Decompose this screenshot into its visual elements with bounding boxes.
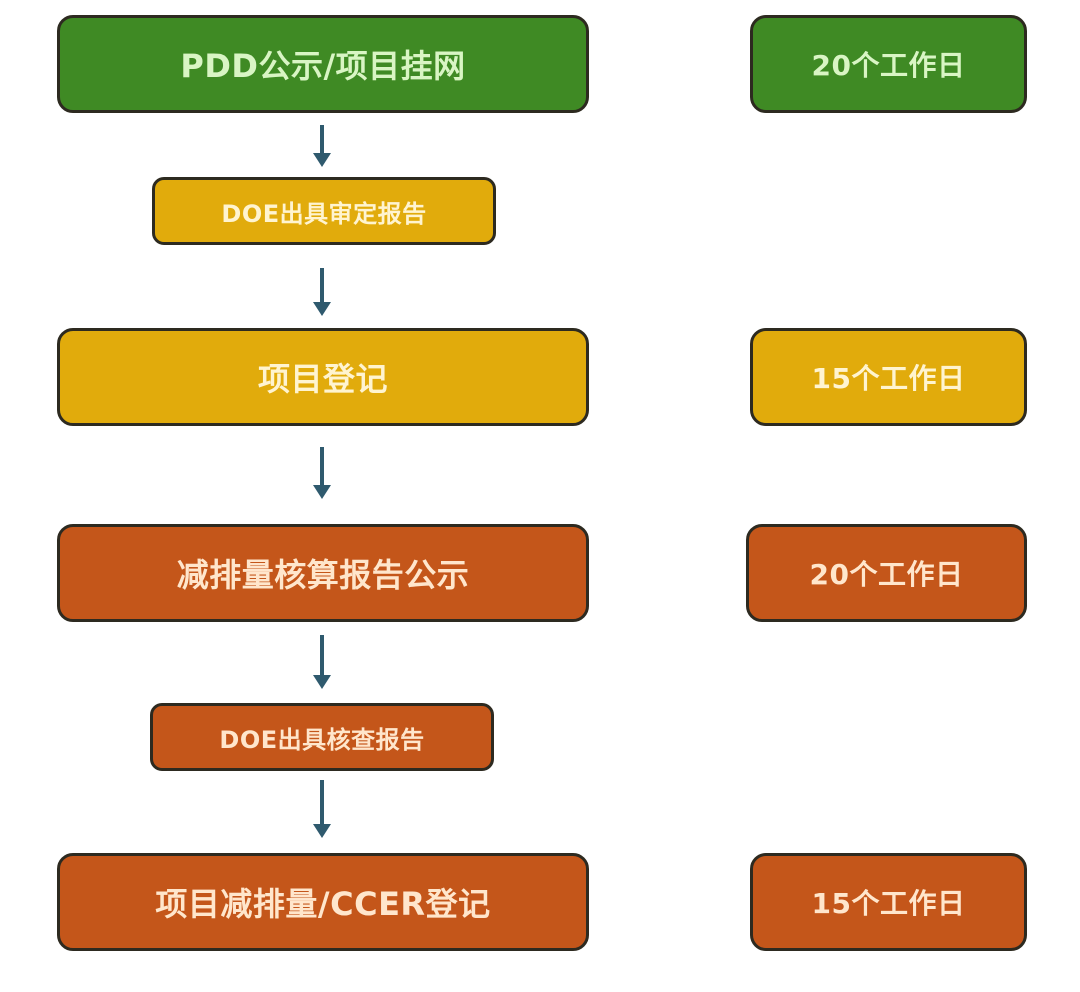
duration-label: 15个工作日: [811, 887, 966, 920]
duration-emission-reduction-report-publicity: 20个工作日: [746, 524, 1027, 622]
arrow-down-icon: [313, 635, 331, 689]
step-ccer-registration: 项目减排量/CCER登记: [57, 853, 589, 951]
arrow-down-icon: [313, 268, 331, 316]
step-label: 项目减排量/CCER登记: [155, 885, 491, 923]
step-doe-verification-report: DOE出具核查报告: [150, 703, 494, 771]
arrow-down-icon: [313, 447, 331, 499]
step-project-registration: 项目登记: [57, 328, 589, 426]
step-label: 项目登记: [257, 360, 388, 398]
duration-label: 20个工作日: [811, 49, 966, 82]
step-label: 减排量核算报告公示: [176, 556, 470, 594]
duration-pdd-publicity: 20个工作日: [750, 15, 1027, 113]
step-label: DOE出具核查报告: [219, 725, 425, 754]
step-emission-reduction-report-publicity: 减排量核算报告公示: [57, 524, 589, 622]
arrow-down-icon: [313, 125, 331, 167]
step-label: DOE出具审定报告: [221, 199, 427, 228]
step-pdd-publicity: PDD公示/项目挂网: [57, 15, 589, 113]
step-doe-validation-report: DOE出具审定报告: [152, 177, 496, 245]
duration-label: 15个工作日: [811, 362, 966, 395]
arrow-down-icon: [313, 780, 331, 838]
step-label: PDD公示/项目挂网: [180, 47, 466, 85]
duration-ccer-registration: 15个工作日: [750, 853, 1027, 951]
duration-label: 20个工作日: [809, 558, 964, 591]
duration-project-registration: 15个工作日: [750, 328, 1027, 426]
